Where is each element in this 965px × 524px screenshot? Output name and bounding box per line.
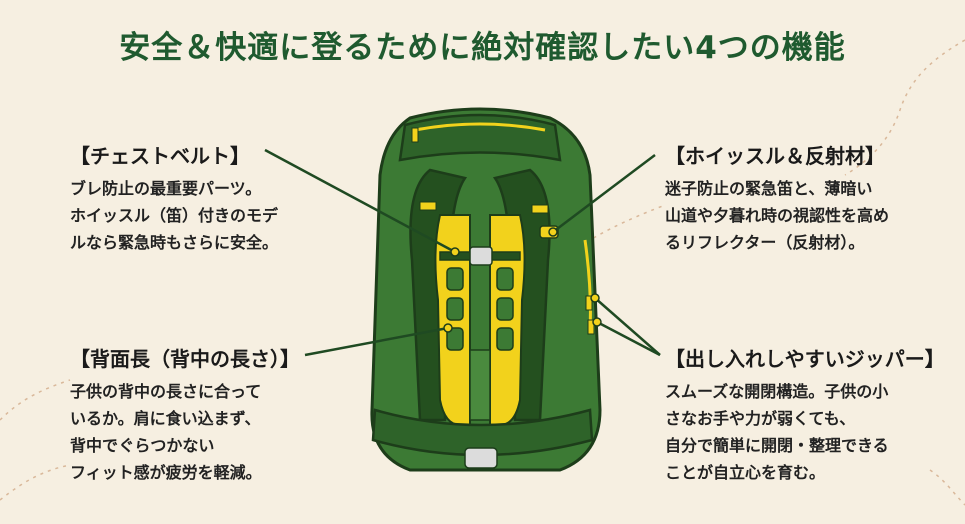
callout-heading: 【チェストベルト】 <box>70 144 250 168</box>
hip-buckle <box>464 447 498 469</box>
callout-back-length: 【背面長（背中の長さ）】 子供の背中の長さに合って いるか。肩に食い込まず、 背… <box>70 343 330 486</box>
callout-heading: 【出し入れしやすいジッパー】 <box>665 347 945 371</box>
chest-buckle <box>469 246 493 266</box>
mesh-pad <box>446 297 464 321</box>
mesh-pad <box>446 267 464 291</box>
callout-body: スムーズな開閉構造。子供の小 さなお手や力が弱くても、 自分で簡単に開閉・整理で… <box>665 382 889 482</box>
mesh-pad <box>496 267 514 291</box>
reflector-strip-left <box>419 201 437 211</box>
mesh-pad <box>446 327 464 351</box>
leader-dot <box>590 293 600 303</box>
top-zipper-pull <box>411 127 419 143</box>
reflector-strip-right <box>531 204 549 214</box>
callout-heading: 【背面長（背中の長さ）】 <box>70 347 300 371</box>
side-zipper-pull <box>587 319 595 335</box>
side-zipper-pull <box>585 295 593 311</box>
hip-belt <box>371 408 594 457</box>
leader-line-chest <box>264 148 456 254</box>
leader-dot <box>592 317 602 327</box>
callout-chest-belt: 【チェストベルト】 ブレ防止の最重要パーツ。 ホイッスル（笛）付きのモデ ルなら… <box>70 140 330 256</box>
callout-zipper: 【出し入れしやすいジッパー】 スムーズな開閉構造。子供の小 さなお手や力が弱くて… <box>665 343 955 486</box>
leader-line-back <box>304 326 449 357</box>
callout-body: 迷子防止の緊急笛と、薄暗い 山道や夕暮れ時の視認性を高め るリフレクター（反射材… <box>665 179 890 252</box>
leader-line-whistle <box>552 154 656 233</box>
center-mesh-panel <box>469 349 491 421</box>
dotted-trail-top-right <box>844 39 965 176</box>
leader-dot <box>443 323 453 333</box>
page-title: 安全＆快適に登るために絶対確認したい4つの機能 <box>119 30 846 66</box>
dotted-trail-left <box>0 379 71 501</box>
leader-line-zipper-2 <box>596 320 661 357</box>
leader-dot <box>548 227 558 237</box>
leader-line-zipper-1 <box>594 297 661 356</box>
top-lid <box>398 113 562 162</box>
top-zipper <box>414 122 546 132</box>
mesh-pad <box>496 327 514 351</box>
callout-body: ブレ防止の最重要パーツ。 ホイッスル（笛）付きのモデ ルなら緊急時もさらに安全。 <box>70 179 279 252</box>
callout-whistle-reflector: 【ホイッスル＆反射材】 迷子防止の緊急笛と、薄暗い 山道や夕暮れ時の視認性を高め… <box>665 140 945 256</box>
dotted-trail-right <box>559 204 965 506</box>
callout-body: 子供の背中の長さに合って いるか。肩に食い込まず、 背中でぐらつかない フィット… <box>70 382 262 482</box>
mesh-pad <box>496 297 514 321</box>
leader-dot <box>450 247 460 257</box>
callout-heading: 【ホイッスル＆反射材】 <box>665 144 885 168</box>
